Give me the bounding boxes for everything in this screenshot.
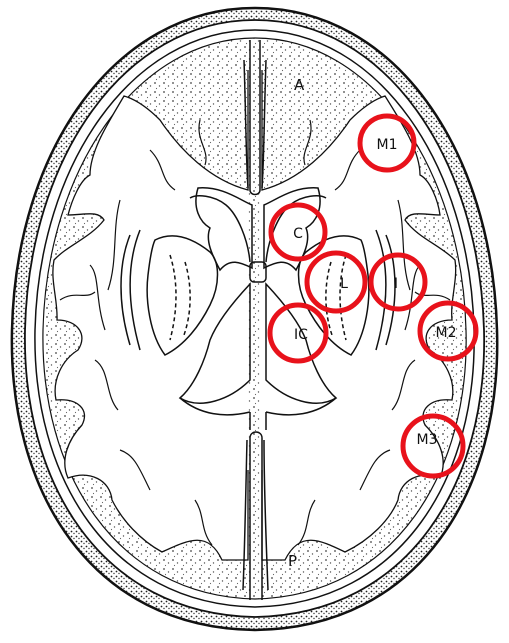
anterior-label: A <box>294 76 305 94</box>
region-label-i: I <box>394 276 398 292</box>
region-label-m1: M1 <box>377 137 398 153</box>
posterior-label: P <box>288 552 297 570</box>
region-label-m3: M3 <box>417 432 438 448</box>
region-label-ic: IC <box>294 327 308 343</box>
region-label-l: L <box>340 276 348 292</box>
region-label-c: C <box>293 226 303 242</box>
region-label-m2: M2 <box>436 325 457 341</box>
